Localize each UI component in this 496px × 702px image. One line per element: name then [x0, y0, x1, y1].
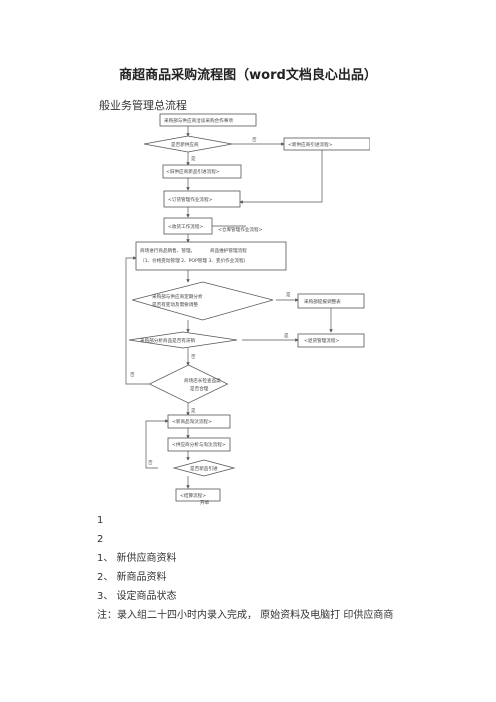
section-heading: 般业务管理总流程 — [99, 99, 187, 112]
flow-node-return: <退货管理流程> — [297, 333, 365, 348]
notes-list: 1 2 1、 新供应商资料 2、 新商品资料 3、 设定商品状态 注：录入组二十… — [97, 511, 477, 624]
svg-text:<退货管理流程>: <退货管理流程> — [304, 337, 339, 344]
flow-node-order: <订货管理作业流程> — [163, 190, 241, 208]
new-product-no-label: 否 — [148, 460, 153, 466]
svg-text:是否有变动及需要调整: 是否有变动及需要调整 — [152, 301, 198, 308]
svg-text:商场进行商品销售、管理，: 商场进行商品销售、管理， — [140, 247, 195, 254]
flow-node-warehouse: <仓库管理作业流程> — [218, 226, 263, 233]
slow-moving-yes-label: 是 — [284, 333, 289, 339]
flow-decision-slow-moving: 采购部分析商品是否有滞销 — [128, 331, 238, 349]
category-no-label: 否 — [130, 372, 135, 378]
svg-text:采购部与供应商洽谈采购合作事项: 采购部与供应商洽谈采购合作事项 — [164, 117, 233, 124]
svg-text:商场店长检查品类: 商场店长检查品类 — [184, 377, 221, 384]
svg-text:<新商品淘汰流程>: <新商品淘汰流程> — [172, 418, 212, 425]
svg-text:（1、价格变动管理 2、POP管理 3、变价作业流程）: （1、价格变动管理 2、POP管理 3、变价作业流程） — [140, 257, 248, 264]
svg-text:采购部与供应商定期分析: 采购部与供应商定期分析 — [152, 293, 203, 300]
list-item: 1 — [97, 515, 104, 526]
svg-text:采购部分析商品是否有滞销: 采购部分析商品是否有滞销 — [140, 337, 196, 344]
flowchart-canvas: 采购部与供应商洽谈采购合作事项 是否新供应商 否 是 <新供应商引进流程> <旧… — [125, 113, 370, 506]
flow-node-start: 采购部与供应商洽谈采购合作事项 — [159, 113, 257, 127]
flow-decision-adjust: 采购部与供应商定期分析 是否有变动及需要调整 — [132, 281, 274, 321]
svg-text:<旧供应商新品引进流程>: <旧供应商新品引进流程> — [166, 168, 220, 175]
flow-decision-new-product: 是否新品引进 — [172, 459, 236, 477]
svg-text:采购部提报调整表: 采购部提报调整表 — [304, 298, 341, 305]
svg-text:<结算流程>: <结算流程> — [180, 492, 206, 499]
slow-moving-no-label: 否 — [191, 354, 196, 360]
adjust-yes-label: 是 — [286, 292, 291, 298]
category-yes-label: 是 — [191, 408, 196, 414]
list-item: 2、 新商品资料 — [97, 572, 167, 583]
decision-yes-label: 是 — [191, 156, 196, 162]
note-text: 注：录入组二十四小时内录入完成， 原始资料及电脑打 印供应商商 — [97, 610, 394, 621]
svg-text:是否新供应商: 是否新供应商 — [171, 141, 199, 148]
svg-text:<供应商分析与淘汰流程>: <供应商分析与淘汰流程> — [172, 441, 226, 448]
svg-text:是否合理: 是否合理 — [190, 385, 209, 392]
svg-text:<收货工作流程>: <收货工作流程> — [168, 223, 203, 230]
flow-node-receive: <收货工作流程> — [163, 217, 213, 235]
svg-text:<新供应商引进流程>: <新供应商引进流程> — [288, 141, 333, 148]
flow-node-new-vendor: <新供应商引进流程> — [283, 137, 370, 151]
flowchart: 采购部与供应商洽谈采购合作事项 是否新供应商 否 是 <新供应商引进流程> <旧… — [118, 110, 370, 510]
flow-decision-category: 商场店长检查品类 是否合理 — [148, 364, 229, 404]
flow-node-eliminate: <新商品淘汰流程> — [167, 414, 231, 429]
flow-node-store-sales: 商场进行商品销售、管理， 商品维护管理流程 （1、价格变动管理 2、POP管理 … — [135, 241, 287, 271]
decision-no-label: 否 — [252, 137, 257, 143]
list-item: 2 — [97, 534, 104, 545]
svg-text:是否新品引进: 是否新品引进 — [190, 465, 218, 472]
document-title: 商超商品采购流程图（word文档良心出品） — [119, 68, 377, 83]
list-item: 3、 设定商品状态 — [97, 591, 177, 602]
flow-decision-new-vendor: 是否新供应商 — [143, 135, 233, 153]
flow-node-settlement: <结算流程> 开单 — [175, 488, 221, 506]
svg-text:<订货管理作业流程>: <订货管理作业流程> — [168, 196, 213, 203]
flow-node-adjust-form: 采购部提报调整表 — [297, 293, 365, 309]
svg-text:开单: 开单 — [200, 499, 210, 506]
flow-node-old-vendor: <旧供应商新品引进流程> — [162, 164, 242, 179]
flow-node-vendor-analysis: <供应商分析与淘汰流程> — [167, 437, 231, 452]
list-item: 1、 新供应商资料 — [97, 553, 177, 564]
flow-connectors — [125, 126, 333, 489]
svg-text:商品维护管理流程: 商品维护管理流程 — [210, 247, 247, 254]
